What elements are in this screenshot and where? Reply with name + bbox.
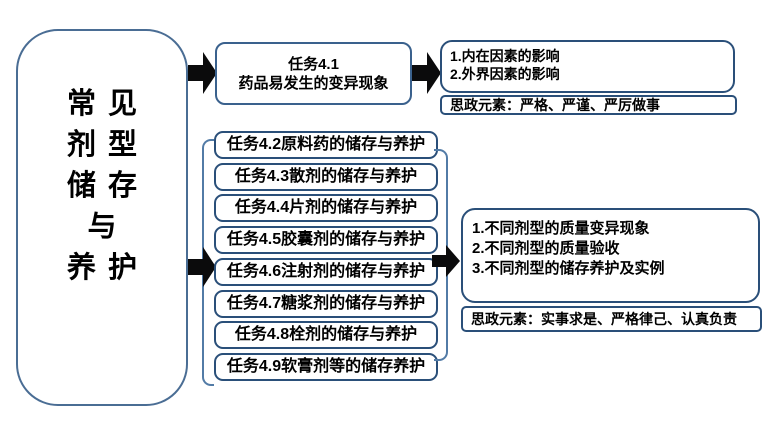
root-topic-line: 常见 (66, 86, 149, 120)
task-4-3-box: 任务4.3散剂的储存与养护 (214, 163, 438, 191)
arrow-right-icon (188, 247, 216, 287)
task-4-2-box: 任务4.2原料药的储存与养护 (214, 131, 438, 159)
arrow-right-icon (432, 245, 460, 277)
task-label: 任务4.8栓剂的储存与养护 (234, 326, 418, 343)
task-label: 任务4.2原料药的储存与养护 (226, 136, 426, 153)
task-label: 任务4.7糖浆剂的储存与养护 (226, 295, 426, 312)
root-topic-box: 常见 剂型 储存 与 养护 (16, 29, 188, 406)
outcome-item: 1.不同剂型的质量变异现象 (472, 220, 650, 237)
outcomes-box: 1.不同剂型的质量变异现象 2.不同剂型的质量验收 3.不同剂型的储存养护及实例 (461, 208, 760, 303)
task-4-5-box: 任务4.5胶囊剂的储存与养护 (214, 226, 438, 254)
ideology-note-2: 思政元素：实事求是、严格律己、认真负责 (461, 306, 762, 332)
factor-item: 1.内在因素的影响 (450, 48, 560, 64)
root-topic-line: 储存 (66, 168, 149, 202)
task-label: 任务4.5胶囊剂的储存与养护 (226, 231, 426, 248)
root-topic-line: 养护 (66, 250, 149, 284)
task-4-1-subtitle: 药品易发生的变异现象 (238, 75, 389, 92)
arrow-right-icon (188, 52, 217, 94)
outcome-item: 2.不同剂型的质量验收 (472, 240, 620, 257)
ideology-note-1: 思政元素：严格、严谨、严厉做事 (440, 95, 737, 115)
outcome-item: 3.不同剂型的储存养护及实例 (472, 260, 665, 277)
factor-item: 2.外界因素的影响 (450, 66, 560, 82)
task-4-7-box: 任务4.7糖浆剂的储存与养护 (214, 290, 438, 318)
task-4-1-box: 任务4.1 药品易发生的变异现象 (215, 42, 412, 105)
task-label: 任务4.9软膏剂等的储存养护 (226, 358, 426, 375)
task-4-9-box: 任务4.9软膏剂等的储存养护 (214, 353, 438, 381)
arrow-right-icon (412, 52, 441, 94)
root-topic-line: 剂型 (66, 127, 149, 161)
task-4-1-title: 任务4.1 (288, 56, 339, 73)
task-label: 任务4.3散剂的储存与养护 (234, 168, 418, 185)
task-label: 任务4.6注射剂的储存与养护 (226, 263, 426, 280)
task-4-6-box: 任务4.6注射剂的储存与养护 (214, 258, 438, 286)
task-label: 任务4.4片剂的储存与养护 (234, 199, 418, 216)
factors-box: 1.内在因素的影响 2.外界因素的影响 (440, 40, 735, 93)
task-4-8-box: 任务4.8栓剂的储存与养护 (214, 321, 438, 349)
root-topic-line: 与 (87, 209, 129, 243)
task-4-4-box: 任务4.4片剂的储存与养护 (214, 194, 438, 222)
